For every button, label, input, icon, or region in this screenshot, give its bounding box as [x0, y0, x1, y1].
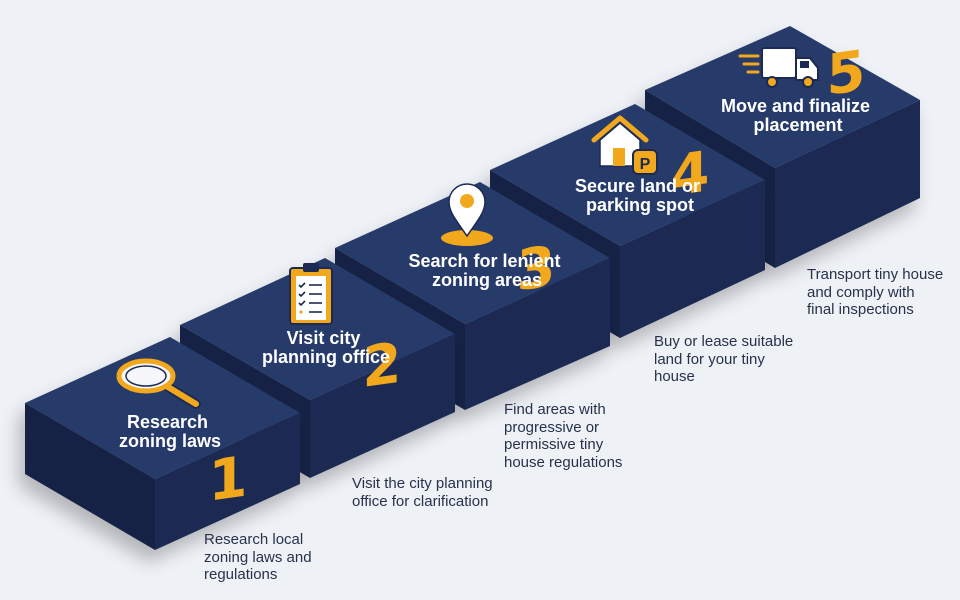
step-4-top-face — [490, 104, 765, 246]
house-parking-icon: P — [591, 115, 658, 175]
desc-line: permissive tiny — [504, 436, 604, 453]
step-1-number: 1 — [209, 444, 248, 514]
step-1-title: Research zoning laws — [119, 412, 221, 451]
magnifying-glass-icon — [116, 358, 201, 409]
desc-line: Transport tiny house — [807, 266, 944, 283]
step-4-front-face — [620, 180, 765, 338]
clipboard-checklist-icon — [289, 263, 333, 325]
step-4-description: Buy or lease suitable land for your tiny… — [654, 333, 793, 386]
desc-line: Find areas with — [504, 401, 606, 418]
desc-line: Research local — [204, 531, 304, 548]
step-1-front-face — [155, 413, 300, 550]
desc-line: Visit the city planning — [352, 475, 493, 492]
step-2-title: Visit city planning office — [262, 328, 390, 367]
step-4-number: 4 — [671, 140, 710, 210]
desc-line: and comply with — [807, 283, 915, 301]
map-pin-icon — [441, 183, 493, 246]
step-5-front-face — [775, 100, 920, 268]
step-2-description: Visit the city planning office for clari… — [352, 475, 493, 510]
step-3-front-face — [465, 258, 610, 410]
desc-line: zoning laws and — [204, 548, 312, 566]
parking-sign-letter: P — [640, 156, 651, 173]
step-1-description: Research local zoning laws and regulatio… — [204, 531, 312, 584]
step-5-title: Move and finalize placement — [721, 96, 875, 135]
step-2-top-face — [180, 258, 455, 400]
step-1-side-face — [25, 403, 155, 550]
step-1-block: 1 Research zoning laws — [25, 337, 300, 550]
desc-line: regulations — [204, 566, 278, 583]
step-1-top-face — [25, 337, 300, 479]
step-3-top-face — [335, 182, 610, 324]
delivery-truck-icon — [738, 47, 819, 88]
desc-line: house — [654, 368, 695, 385]
desc-line: progressive or — [504, 418, 600, 436]
desc-line: office for clarification — [352, 492, 489, 510]
desc-line: Buy or lease suitable — [654, 333, 794, 350]
step-2-number: 2 — [363, 331, 402, 401]
desc-line: land for your tiny — [654, 350, 765, 368]
step-4-title: Secure land or parking spot — [575, 176, 705, 215]
step-3-title: Search for lenient zoning areas — [408, 251, 565, 290]
step-5-description: Transport tiny house and comply with fin… — [807, 266, 943, 319]
desc-line: house regulations — [504, 453, 623, 471]
step-3-description: Find areas with progressive or permissiv… — [504, 401, 622, 471]
step-2-front-face — [310, 334, 455, 478]
desc-line: final inspections — [807, 301, 914, 318]
step-5-top-face — [645, 26, 920, 168]
step-5-number: 5 — [827, 39, 866, 109]
step-3-number: 3 — [517, 234, 556, 304]
